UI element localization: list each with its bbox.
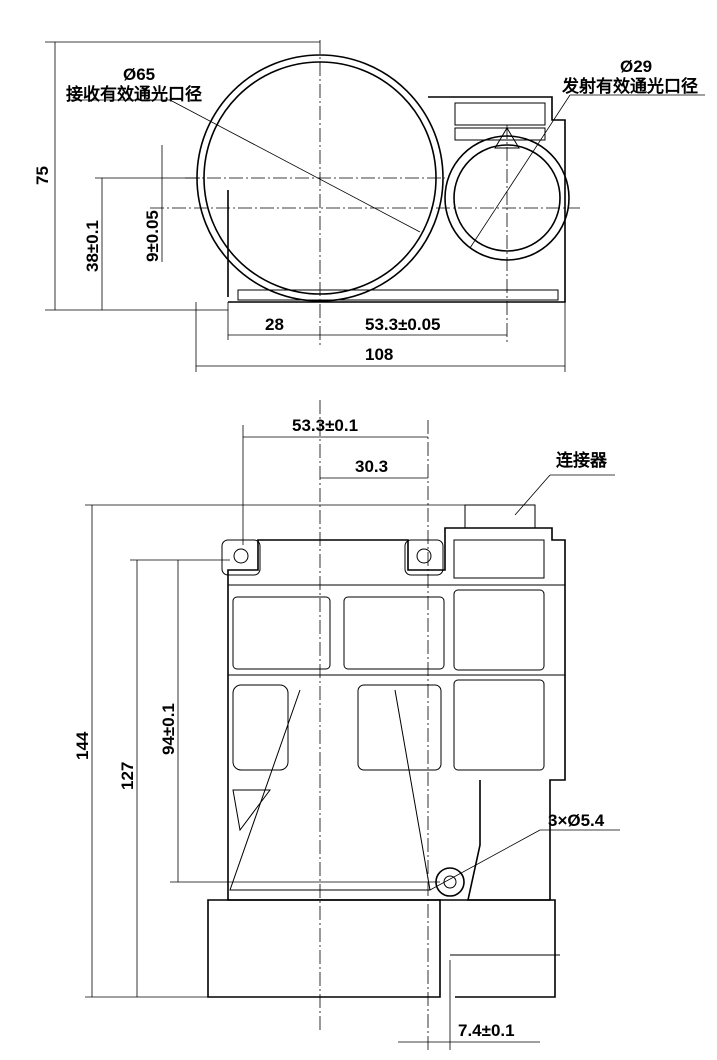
transmit-label: 发射有效通光口径 <box>561 76 698 96</box>
pocket <box>453 589 545 671</box>
base-flange <box>237 289 559 301</box>
mount-ear <box>435 867 465 897</box>
housing-outline <box>227 527 566 901</box>
front-axis-spacing-dim: 53.3±0.1 <box>292 416 358 435</box>
axis-height-dim: 38±0.1 <box>83 220 102 272</box>
hole-spacing-dim: 94±0.1 <box>159 703 178 755</box>
mount-ear <box>221 539 261 576</box>
pocket <box>453 679 545 771</box>
leader-line <box>429 829 541 891</box>
center-offset-dim: 30.3 <box>355 457 388 476</box>
pocket <box>232 789 271 832</box>
housing-slot <box>454 102 546 126</box>
cone <box>229 689 431 891</box>
width-dim: 108 <box>365 345 393 364</box>
mount-hole <box>443 875 457 889</box>
axis-spacing-dim: 53.3±0.05 <box>365 315 441 334</box>
front-view: 53.3±0.1 30.3 连接器 144 127 94±0.1 3×Ø5.4 … <box>73 400 620 1050</box>
transmit-barrel <box>455 780 556 998</box>
receive-diameter: Ø65 <box>123 65 155 84</box>
body-height-dim: 127 <box>118 762 137 790</box>
receive-label: 接收有效通光口径 <box>66 84 202 104</box>
pocket <box>357 684 442 771</box>
mount-ear <box>404 539 444 576</box>
pocket <box>232 596 331 670</box>
offset-dim: 9±0.05 <box>143 210 162 262</box>
leader-line <box>469 94 571 249</box>
height-dim: 75 <box>33 166 52 185</box>
bottom-offset-dim: 7.4±0.1 <box>458 1021 515 1040</box>
left-offset-dim: 28 <box>265 315 284 334</box>
pocket <box>232 684 289 771</box>
mount-hole <box>416 548 432 564</box>
leader-line <box>169 99 421 233</box>
lens-barrel <box>207 899 441 998</box>
housing-slot <box>454 127 546 141</box>
holes-label: 3×Ø5.4 <box>548 811 605 830</box>
connector-box <box>453 539 545 579</box>
pocket <box>343 596 445 670</box>
connector-label: 连接器 <box>556 450 608 470</box>
leader-line <box>514 474 551 516</box>
transmit-diameter: Ø29 <box>620 57 652 76</box>
transmit-lens-inner <box>453 144 561 252</box>
connector <box>464 504 536 529</box>
top-view: Ø65 接收有效通光口径 Ø29 发射有效通光口径 75 38±0.1 9±0.… <box>33 40 705 372</box>
total-height-dim: 144 <box>73 731 92 760</box>
mount-hole <box>233 548 249 564</box>
